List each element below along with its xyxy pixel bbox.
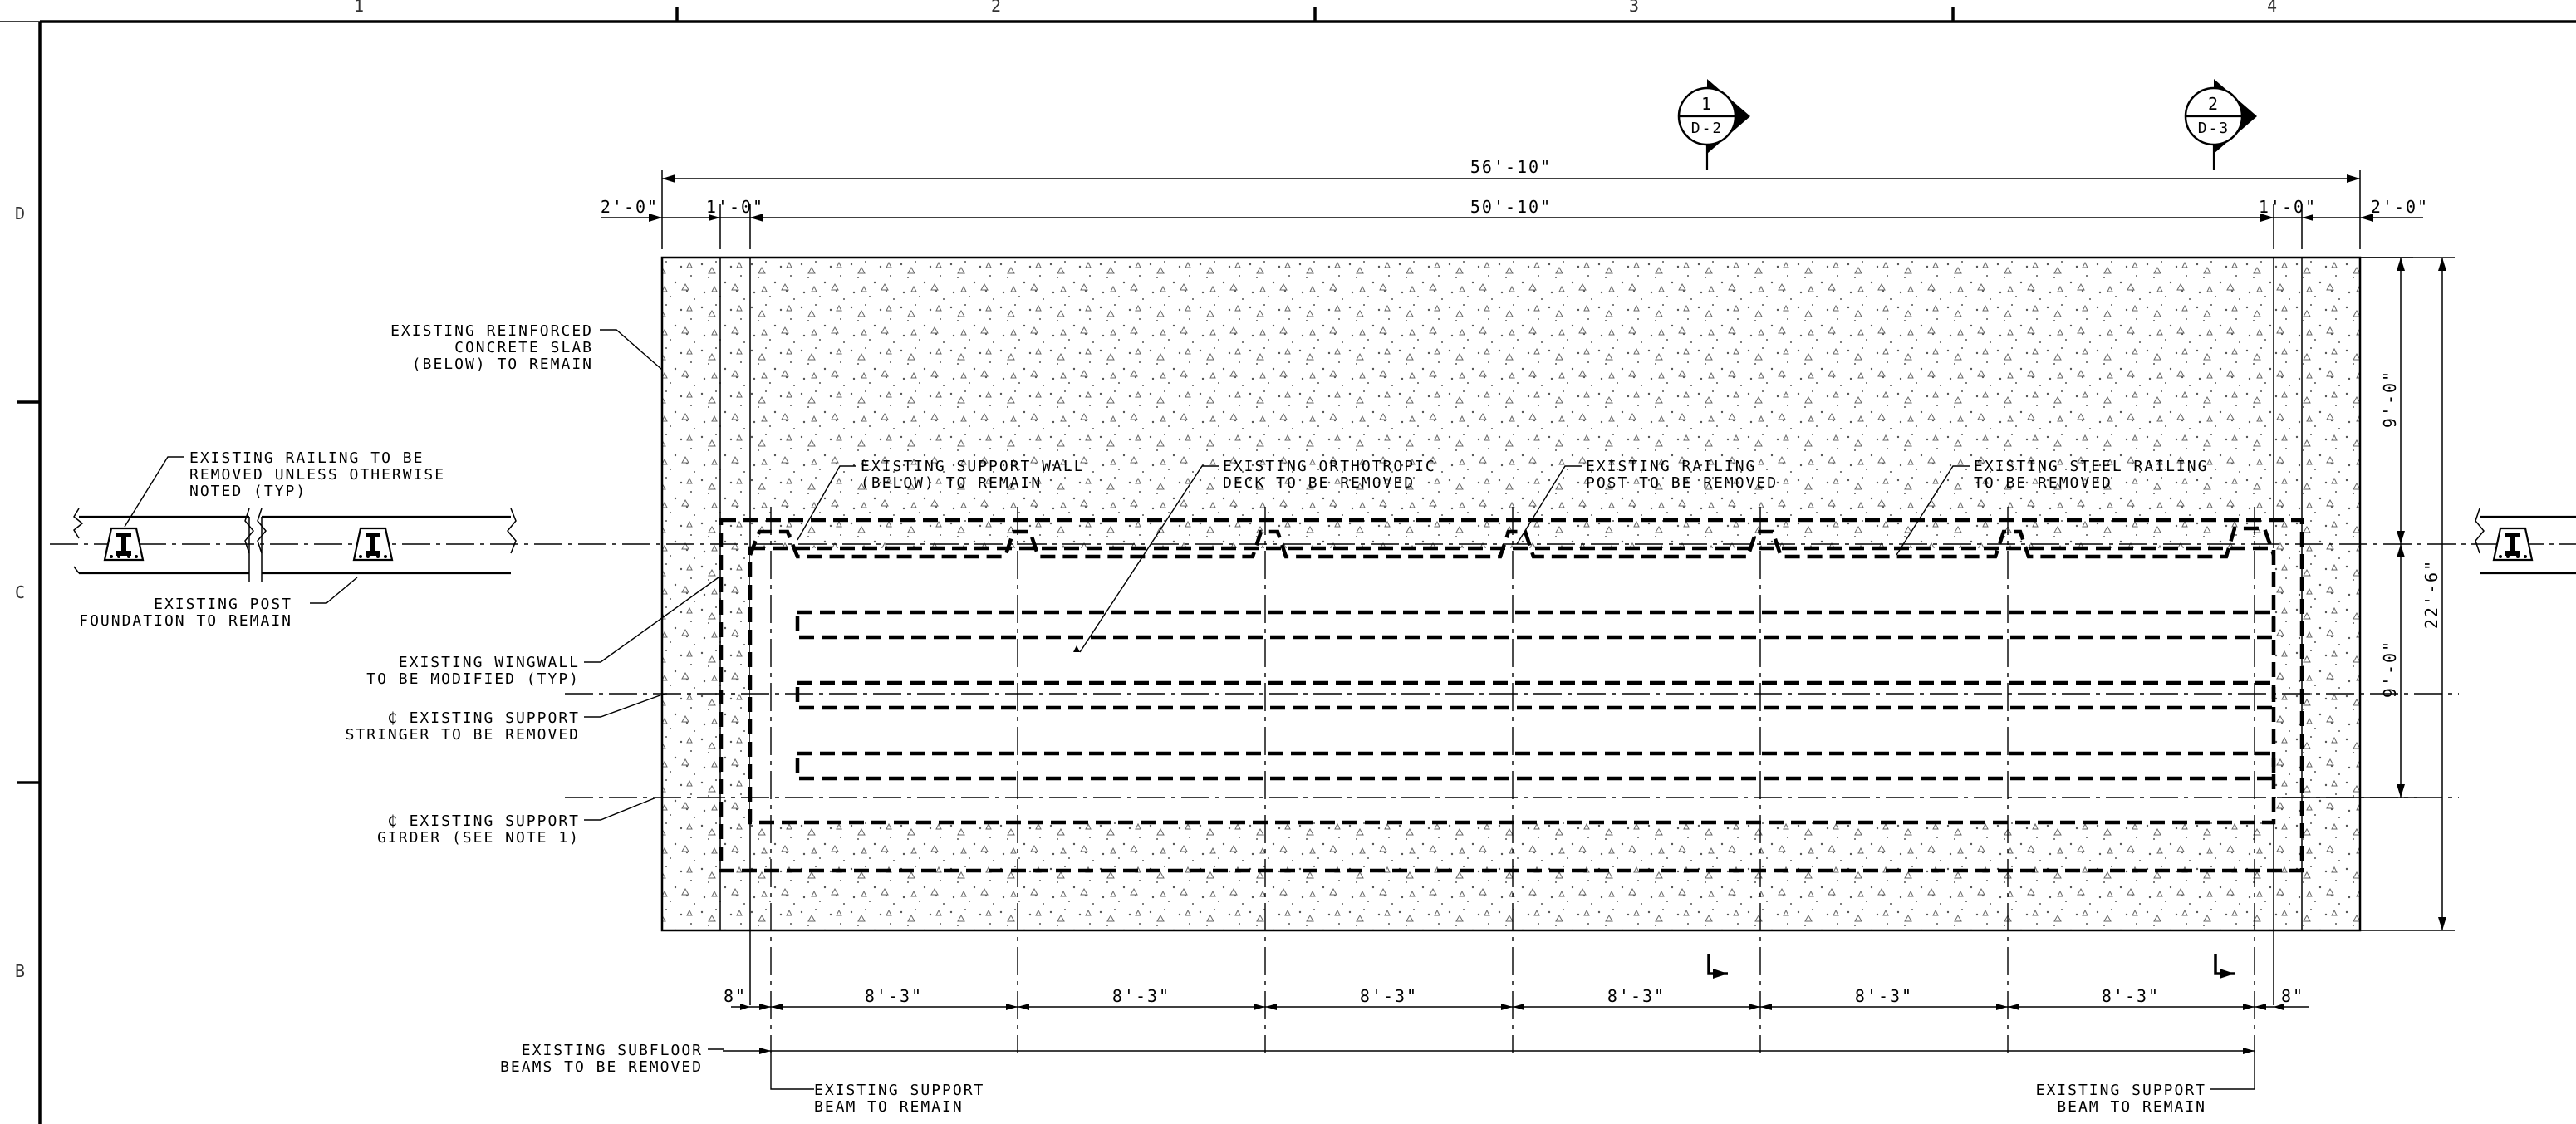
dim-right-wall: 1'-0"	[2259, 197, 2317, 217]
svg-text:EXISTING RAILING TO BE: EXISTING RAILING TO BE	[189, 449, 424, 467]
svg-text:TO BE MODIFIED (TYP): TO BE MODIFIED (TYP)	[366, 670, 580, 688]
note-support-wall: EXISTING SUPPORT WALL (BELOW) TO REMAIN	[861, 458, 1085, 492]
svg-text:(BELOW) TO REMAIN: (BELOW) TO REMAIN	[412, 356, 593, 373]
svg-text:NOTED (TYP): NOTED (TYP)	[189, 483, 307, 500]
svg-text:DECK TO BE REMOVED: DECK TO BE REMOVED	[1223, 474, 1415, 492]
svg-text:EXISTING STEEL RAILING: EXISTING STEEL RAILING	[1974, 458, 2208, 475]
grid-row-b: B	[15, 961, 25, 981]
svg-text:EXISTING SUPPORT: EXISTING SUPPORT	[814, 1082, 984, 1099]
svg-text:EXISTING ORTHOTROPIC: EXISTING ORTHOTROPIC	[1223, 458, 1436, 475]
dim-vert-lower: 9'-0"	[2380, 640, 2400, 698]
svg-text:EXISTING SUPPORT WALL: EXISTING SUPPORT WALL	[861, 458, 1085, 475]
svg-text:TO BE REMOVED: TO BE REMOVED	[1974, 474, 2112, 492]
grid-column-labels: 1 2 3 4	[354, 0, 2277, 16]
post-icon	[352, 527, 394, 562]
note-wingwall: EXISTING WINGWALL TO BE MODIFIED (TYP)	[366, 654, 580, 688]
note-railing-remove: EXISTING RAILING TO BE REMOVED UNLESS OT…	[189, 449, 445, 500]
note-stringer: ₵ EXISTING SUPPORT STRINGER TO BE REMOVE…	[346, 709, 580, 744]
dim-bay-2: 8'-3"	[1112, 986, 1170, 1006]
section-1-number: 1	[1701, 94, 1713, 114]
section-1-sheet: D-2	[1691, 120, 1724, 137]
note-subfloor: EXISTING SUBFLOOR BEAMS TO BE REMOVED	[500, 1042, 703, 1076]
dim-bay-5: 8'-3"	[1855, 986, 1913, 1006]
top-dimensions	[601, 170, 2423, 249]
dim-bottom-end-left: 8"	[724, 986, 747, 1006]
grid-col-1: 1	[354, 0, 364, 16]
svg-text:CONCRETE SLAB: CONCRETE SLAB	[454, 339, 593, 356]
note-steel-railing: EXISTING STEEL RAILING TO BE REMOVED	[1974, 458, 2208, 492]
deck-leader-arrow	[1073, 645, 1080, 652]
dim-bay-1: 8'-3"	[865, 986, 923, 1006]
dim-bay-6: 8'-3"	[2102, 986, 2160, 1006]
svg-text:EXISTING SUBFLOOR: EXISTING SUBFLOOR	[522, 1042, 703, 1059]
right-railing-detail	[2475, 508, 2576, 575]
svg-text:EXISTING RAILING: EXISTING RAILING	[1586, 458, 1756, 475]
leader-lines	[124, 329, 2255, 1090]
dim-overall: 56'-10"	[1470, 157, 1552, 177]
svg-text:EXISTING SUPPORT: EXISTING SUPPORT	[2036, 1082, 2206, 1099]
svg-text:₵ EXISTING SUPPORT: ₵ EXISTING SUPPORT	[388, 709, 580, 727]
section-marker-1: 1 D-2	[1677, 79, 1750, 170]
dim-bay-3: 8'-3"	[1360, 986, 1418, 1006]
grid-row-c: C	[15, 582, 25, 602]
note-girder: ₵ EXISTING SUPPORT GIRDER (SEE NOTE 1)	[377, 812, 580, 847]
grid-col-4: 4	[2267, 0, 2277, 16]
section-2-number: 2	[2208, 94, 2220, 114]
note-deck: EXISTING ORTHOTROPIC DECK TO BE REMOVED	[1223, 458, 1436, 492]
post-icon	[2492, 527, 2534, 562]
svg-text:₵ EXISTING SUPPORT: ₵ EXISTING SUPPORT	[388, 812, 580, 830]
left-railing-detail	[73, 508, 517, 582]
svg-text:(BELOW) TO REMAIN: (BELOW) TO REMAIN	[861, 474, 1042, 492]
svg-text:STRINGER TO BE REMOVED: STRINGER TO BE REMOVED	[346, 726, 580, 744]
dim-left-edge: 2'-0"	[601, 197, 659, 217]
section-2-sheet: D-3	[2198, 120, 2230, 137]
bottom-dimensions	[723, 1004, 2309, 1054]
svg-text:BEAMS TO BE REMOVED: BEAMS TO BE REMOVED	[500, 1058, 703, 1076]
section-cut-arrows	[1707, 954, 2235, 979]
grid-col-3: 3	[1629, 0, 1639, 16]
svg-text:BEAM TO REMAIN: BEAM TO REMAIN	[814, 1098, 964, 1116]
post-icon	[103, 527, 145, 562]
svg-text:GIRDER (SEE NOTE 1): GIRDER (SEE NOTE 1)	[377, 829, 580, 847]
svg-text:BEAM TO REMAIN: BEAM TO REMAIN	[2057, 1098, 2206, 1116]
grid-row-labels: D C B	[15, 204, 25, 981]
note-beam-left: EXISTING SUPPORT BEAM TO REMAIN	[814, 1082, 984, 1116]
dim-inner: 50'-10"	[1470, 197, 1552, 217]
note-railing-post: EXISTING RAILING POST TO BE REMOVED	[1586, 458, 1778, 492]
dim-vert-total: 22'-6"	[2421, 559, 2441, 629]
note-post-foundation: EXISTING POST FOUNDATION TO REMAIN	[79, 596, 292, 630]
grid-row-d: D	[15, 204, 25, 223]
svg-text:EXISTING WINGWALL: EXISTING WINGWALL	[399, 654, 580, 671]
svg-text:EXISTING REINFORCED: EXISTING REINFORCED	[390, 322, 593, 340]
svg-text:EXISTING POST: EXISTING POST	[154, 596, 292, 613]
note-slab: EXISTING REINFORCED CONCRETE SLAB (BELOW…	[390, 322, 593, 373]
deck-area	[750, 548, 2274, 822]
centerlines	[50, 257, 2576, 1053]
svg-text:REMOVED UNLESS OTHERWISE: REMOVED UNLESS OTHERWISE	[189, 466, 445, 483]
dim-bay-4: 8'-3"	[1607, 986, 1666, 1006]
note-beam-right: EXISTING SUPPORT BEAM TO REMAIN	[2036, 1082, 2206, 1116]
dim-left-wall: 1'-0"	[706, 197, 764, 217]
svg-text:FOUNDATION TO REMAIN: FOUNDATION TO REMAIN	[79, 612, 292, 630]
svg-text:POST TO BE REMOVED: POST TO BE REMOVED	[1586, 474, 1778, 492]
right-dimensions	[2360, 257, 2455, 931]
dim-right-edge: 2'-0"	[2371, 197, 2429, 217]
grid-col-2: 2	[991, 0, 1001, 16]
dim-bottom-end-right: 8"	[2281, 986, 2304, 1006]
dim-vert-upper: 9'-0"	[2380, 370, 2400, 428]
sheet-frame	[0, 7, 2576, 1124]
section-marker-2: 2 D-3	[2184, 79, 2257, 170]
